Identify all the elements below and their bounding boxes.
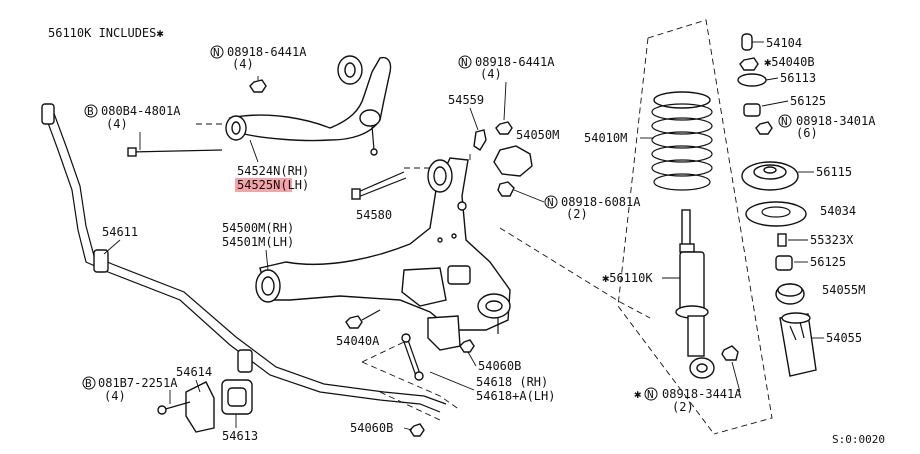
nut-6081-qty: (2) [566, 207, 588, 221]
link-rh-label: 54618 (RH) [476, 375, 548, 389]
label-56115: 56115 [816, 165, 852, 179]
upper-arm-lh-label: 54525N(LH) [237, 178, 309, 192]
nut-top-callout: N 08918-6441A (4) [210, 45, 307, 71]
n-marker-icon [544, 195, 558, 209]
nut-3401 [755, 121, 773, 135]
lower-arm [255, 157, 511, 334]
nut-3401-qty: (6) [796, 126, 818, 140]
nut-mid-qty: (4) [480, 67, 502, 81]
nut-mid [495, 121, 513, 135]
nut-3441-callout: ✱ N 08918-3441A (2) [634, 361, 742, 414]
stabilizer-bushing [157, 379, 253, 433]
part-56113 [737, 73, 767, 87]
bracket-54060b-label: 54060B [478, 359, 521, 373]
nut-6081 [497, 181, 515, 197]
strut-boundary [617, 19, 773, 435]
nut-3401-callout: N 08918-3401A (6) [778, 114, 876, 140]
mount-washer [473, 129, 487, 151]
nut-08918-6441a-top [249, 76, 267, 93]
nut-3441-code: 08918-3441A [662, 387, 742, 401]
nut-6081-code: 08918-6081A [561, 195, 641, 209]
clamp-label: 54614 [176, 365, 212, 379]
spring-seat [745, 201, 807, 227]
label-54055: 54055 [826, 331, 862, 345]
part-54104 [741, 33, 753, 51]
bolt-081b7-qty: (4) [104, 389, 126, 403]
shock-absorber [675, 209, 715, 379]
label-54034: 54034 [820, 204, 856, 218]
spring-label: 54010M [584, 131, 627, 145]
stabilizer-label: 54611 [102, 225, 138, 239]
upper-arm [225, 55, 392, 156]
label-54055m: 54055M [822, 283, 865, 297]
bracket-54060b-bottom-label: 54060B [350, 421, 393, 435]
dust-cover [493, 145, 533, 177]
bolt-54040a [345, 309, 381, 329]
stabilizer-link [401, 333, 425, 437]
bolt-080b4-callout: B 080B4-4801A (4) [84, 104, 223, 157]
bolt-080b4-qty: (4) [106, 117, 128, 131]
stabilizer-bar [41, 103, 447, 413]
coil-spring [651, 91, 713, 191]
n-marker-letter: N [547, 196, 554, 209]
label-55323x: 55323X [810, 233, 854, 247]
dust-cover-label: 54050M [516, 128, 559, 142]
n-marker-letter: N [461, 56, 468, 69]
label-54104: 54104 [766, 36, 802, 50]
label-54040b: ✱54040B [764, 55, 815, 69]
nut-3401-code: 08918-3401A [796, 114, 876, 128]
part-56125-top [743, 103, 761, 117]
b-marker-letter: B [85, 377, 92, 390]
part-54040b [739, 57, 759, 71]
boot [779, 312, 817, 377]
bolt-54580 [351, 171, 407, 200]
lower-arm-lh-label: 54501M(LH) [222, 235, 294, 249]
bump-stopper [775, 283, 805, 305]
bolt-081b7-code: 081B7-2251A [98, 376, 178, 390]
part-56125-bottom [775, 255, 793, 271]
n-marker-letter: N [647, 388, 654, 401]
n-marker-icon [644, 387, 658, 401]
nut-top-code: 08918-6441A [227, 45, 307, 59]
nut-top-qty: (4) [232, 57, 254, 71]
b-marker-letter: B [87, 105, 94, 118]
reference-code: S:0:0020 [832, 433, 885, 446]
nut-mid-callout: N 08918-6441A (4) [458, 55, 555, 121]
bolt-081b7-callout: B 081B7-2251A (4) [82, 376, 178, 404]
lower-arm-rh-label: 54500M(RH) [222, 221, 294, 235]
nut-3441 [721, 345, 739, 361]
upper-arm-rh-label: 54524N(RH) [237, 164, 309, 178]
label-56113: 56113 [780, 71, 816, 85]
n-marker-icon [778, 114, 792, 128]
lower-bracket [427, 315, 475, 353]
b-marker-icon [82, 376, 96, 390]
nut-3441-qty: (2) [672, 400, 694, 414]
n-marker-letter: N [213, 46, 220, 59]
bolt-54580-label: 54580 [356, 208, 392, 222]
link-lh-label: 54618+A(LH) [476, 389, 555, 403]
nut-3441-prefix: ✱ [634, 387, 641, 401]
bolt-080b4-code: 080B4-4801A [101, 104, 181, 118]
strut-label: ✱56110K [602, 271, 653, 285]
nut-6081-callout: N 08918-6081A (2) [513, 189, 641, 221]
label-56125-bottom: 56125 [810, 255, 846, 269]
n-marker-icon [210, 45, 224, 59]
bolt-54040a-label: 54040A [336, 334, 380, 348]
bushing-label: 54613 [222, 429, 258, 443]
n-marker-icon [458, 55, 472, 69]
part-55323x [777, 233, 787, 247]
nut-mid-code: 08918-6441A [475, 55, 555, 69]
label-56125-top: 56125 [790, 94, 826, 108]
highlight-box [235, 178, 292, 192]
includes-note: 56110K INCLUDES✱ [48, 26, 164, 40]
b-marker-icon [84, 104, 98, 118]
washer-54559-label: 54559 [448, 93, 484, 107]
strut-mount [741, 161, 799, 191]
n-marker-letter: N [781, 115, 788, 128]
